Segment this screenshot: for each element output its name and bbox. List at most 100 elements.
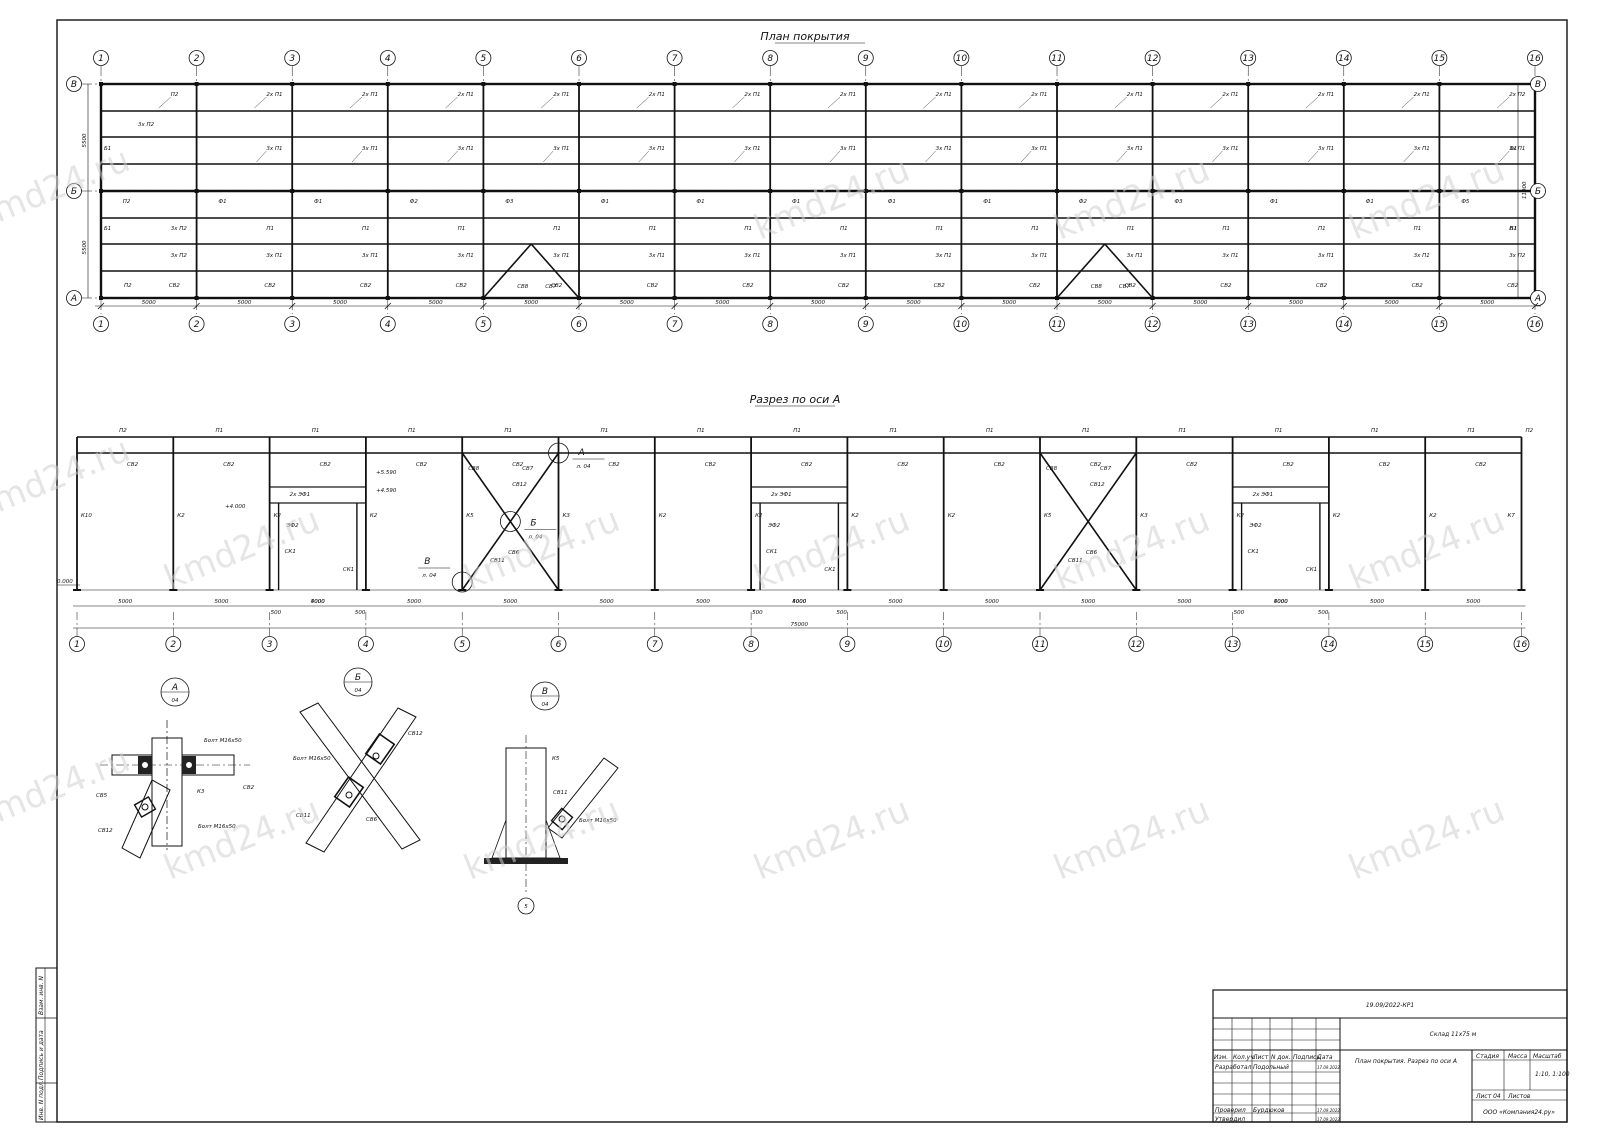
section-bay-dim: 5000 [118,599,132,605]
svg-text:П1: П1 [553,226,561,232]
svg-text:500: 500 [355,610,366,616]
section-purlin-label: П1 [1467,428,1475,434]
svg-text:5500: 5500 [82,240,88,254]
axis-bubble-2 [188,50,205,66]
bay-dimension: 5000 [333,300,347,306]
svg-text:л. 04: л. 04 [576,464,592,470]
svg-text:3х П1: 3х П1 [1318,146,1334,152]
section-bay-dim: 5000 [1177,599,1191,605]
svg-text:+4.000: +4.000 [225,504,246,510]
svg-text:3х П1: 3х П1 [458,146,474,152]
svg-text:3х П1: 3х П1 [649,253,665,259]
axis-number: 9 [863,320,869,330]
svg-text:К2: К2 [1333,513,1341,519]
svg-text:500: 500 [1234,610,1245,616]
svg-text:Масса: Масса [1508,1053,1527,1060]
svg-text:СВ2: СВ2 [1283,462,1295,468]
section-axis-bubble [69,636,85,652]
svg-text:П1: П1 [458,226,466,232]
svg-text:СВ11: СВ11 [553,790,568,796]
detail-a-letter: А [171,683,178,693]
axis-number: 8 [767,320,773,330]
axis-number: 1 [98,320,104,330]
svg-text:1:10, 1:100: 1:10, 1:100 [1535,1071,1570,1078]
svg-text:К2: К2 [948,513,956,519]
brace-label: СВ2 [1125,283,1137,289]
svg-text:3х П1: 3х П1 [1222,253,1238,259]
svg-text:П1: П1 [1414,226,1422,232]
purlin-label: 2х П1 [936,92,952,98]
section-bay-dim: 5000 [214,599,228,605]
svg-text:СВ8: СВ8 [517,284,529,290]
svg-text:Подольный: Подольный [1253,1064,1289,1071]
svg-text:СК1: СК1 [343,567,354,573]
brace-label: СВ2 [647,283,659,289]
svg-text:3х П1: 3х П1 [649,146,665,152]
tie-label: Ф5 [1461,199,1470,205]
axis-bubble-1 [93,50,109,66]
section-purlin-label: П1 [1275,428,1283,434]
svg-text:СВ2: СВ2 [512,462,524,468]
svg-text:3х П1: 3х П1 [266,253,282,259]
section-bay-dim: 5000 [503,599,517,605]
axis-number: 16 [1529,54,1541,64]
svg-text:К2: К2 [177,513,185,519]
bay-dimension: 5000 [811,300,825,306]
section-purlin-label: П1 [312,428,320,434]
bay-dimension: 5000 [142,300,156,306]
purlin-label: 2х П1 [840,92,856,98]
tie-label: П2 [123,199,131,205]
svg-text:К2: К2 [274,513,282,519]
role-name: Утвердил [1215,1116,1245,1123]
svg-text:3х П1: 3х П1 [840,253,856,259]
bay-dimension: 5000 [237,300,251,306]
tie-label: Ф1 [601,199,609,205]
svg-text:Лист 04: Лист 04 [1475,1093,1501,1100]
total-dimension: 75000 [791,622,809,628]
svg-text:ЭФ2: ЭФ2 [286,523,300,529]
svg-text:5: 5 [459,640,465,650]
svg-text:Масштаб: Масштаб [1533,1053,1562,1060]
svg-text:4000: 4000 [1274,599,1288,605]
svg-text:3х П1: 3х П1 [362,146,378,152]
tie-label: Ф1 [696,199,704,205]
section-view: 1П2СВ250002П1СВ250003П1СВ250004П1СВ25000… [57,428,1534,652]
svg-text:СВ7: СВ7 [545,284,557,290]
svg-text:СВ11: СВ11 [296,813,311,819]
svg-text:СВ2: СВ2 [127,462,139,468]
svg-text:17.09.2022: 17.09.2022 [1317,1108,1340,1113]
axis-number: 6 [576,320,582,330]
svg-text:СВ7: СВ7 [1100,466,1112,472]
svg-text:+5.590: +5.590 [376,470,397,476]
svg-text:СВ2: СВ2 [223,462,235,468]
svg-text:СК1: СК1 [285,549,296,555]
svg-text:СВ2: СВ2 [320,462,332,468]
section-axis-bubble [357,636,374,652]
section-purlin-label: П1 [1371,428,1379,434]
axis-bubble-5 [475,50,492,66]
axis-number: 11 [1051,54,1062,64]
svg-text:Б1: Б1 [104,146,111,152]
axis-bubble-8 [762,316,779,332]
svg-text:СВ6: СВ6 [508,550,520,556]
svg-text:СВ2: СВ2 [609,462,621,468]
section-axis-bubble [454,636,471,652]
axis-bubble-10 [953,316,970,332]
svg-text:К5: К5 [552,756,560,762]
title-block-col: Изм. [1214,1054,1228,1061]
svg-text:Стадия: Стадия [1476,1053,1499,1060]
axis-number: 12 [1147,320,1159,330]
row-bubble [66,183,82,199]
detail-v: В 04 5 Болт М16х50 СВ11 К5 [484,681,619,915]
section-purlin-label: П2 [119,428,127,434]
brace-label: СВ2 [1507,283,1519,289]
svg-text:СВ12: СВ12 [512,482,527,488]
svg-text:3х П1: 3х П1 [1031,146,1047,152]
axis-bubble-14 [1335,50,1352,66]
svg-text:3х П1: 3х П1 [1127,146,1143,152]
svg-text:П1: П1 [649,226,657,232]
section-bay-dim: 5000 [1081,599,1095,605]
section-axis-bubble [743,636,759,652]
svg-text:Б1: Б1 [1510,146,1517,152]
axis-bubble-8 [762,50,779,66]
